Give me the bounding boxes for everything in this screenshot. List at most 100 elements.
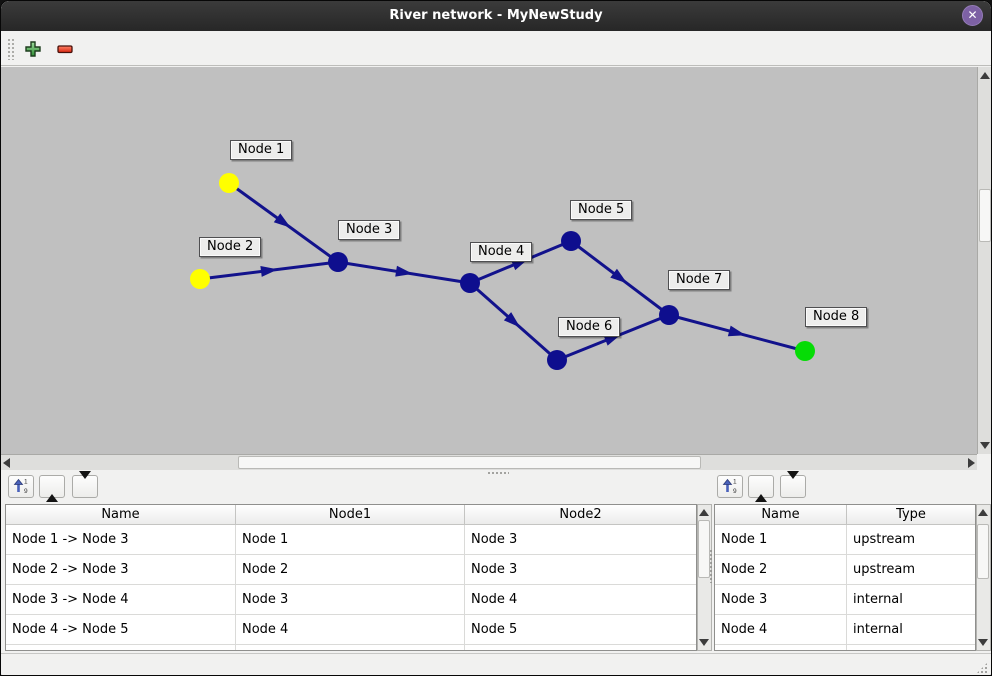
- panel-splitter[interactable]: [1, 470, 991, 474]
- scroll-right-icon[interactable]: [968, 458, 975, 468]
- toolbar-drag-handle[interactable]: [7, 38, 14, 60]
- scroll-left-icon[interactable]: [3, 458, 10, 468]
- node-circle[interactable]: [190, 269, 210, 289]
- vertical-splitter-grip-icon[interactable]: [709, 549, 713, 583]
- cell[interactable]: Node 2: [715, 555, 847, 585]
- cell[interactable]: [715, 645, 847, 650]
- close-button[interactable]: ✕: [962, 5, 983, 26]
- nodes-move-up-button[interactable]: [748, 475, 774, 502]
- table-row[interactable]: Node 1 -> Node 3 Node 1 Node 3: [6, 525, 696, 555]
- cell[interactable]: Node 2: [236, 555, 465, 585]
- cell[interactable]: Node 1: [236, 525, 465, 555]
- resize-grip-icon[interactable]: [976, 662, 988, 674]
- cell[interactable]: Node 3: [715, 585, 847, 615]
- vertical-scroll-thumb[interactable]: [979, 189, 991, 242]
- nodes-sort-button[interactable]: 1 9: [717, 475, 743, 498]
- branches-move-down-button[interactable]: [72, 471, 98, 498]
- cell[interactable]: Node 3: [465, 525, 696, 555]
- edge-arrow-icon: [603, 334, 622, 346]
- scroll-down-icon[interactable]: [699, 639, 709, 646]
- cell[interactable]: upstream: [847, 525, 975, 555]
- table-row[interactable]: [715, 645, 975, 650]
- node-label: Node 6: [558, 317, 621, 337]
- edge-arrow-icon: [273, 213, 291, 228]
- table-row[interactable]: Node 1 upstream: [715, 525, 975, 555]
- scroll-up-icon[interactable]: [980, 72, 990, 79]
- triangle-up-icon: [46, 479, 58, 502]
- status-bar: [1, 653, 991, 675]
- node-label: Node 7: [668, 270, 731, 290]
- scroll-down-icon[interactable]: [978, 639, 988, 646]
- node-circle[interactable]: [219, 173, 239, 193]
- triangle-down-icon: [787, 471, 799, 494]
- node-label: Node 2: [199, 237, 262, 257]
- node-circle[interactable]: [795, 341, 815, 361]
- column-header-type[interactable]: Type: [896, 507, 926, 522]
- column-header-name[interactable]: Name: [6, 505, 236, 524]
- network-svg: [190, 173, 815, 370]
- cell[interactable]: Node 5: [465, 615, 696, 645]
- horizontal-scroll-thumb[interactable]: [238, 456, 701, 469]
- nodes-table-scrollbar[interactable]: [976, 504, 991, 651]
- branches-table-scrollbar[interactable]: [697, 504, 712, 651]
- node-label: Node 8: [805, 307, 868, 327]
- nodes-table[interactable]: Name Type Node 1 upstream Node 2 upstrea…: [714, 504, 976, 651]
- nodes-table-header[interactable]: Name Type: [715, 505, 975, 525]
- titlebar[interactable]: River network - MyNewStudy ✕: [1, 1, 991, 31]
- cell[interactable]: [236, 645, 465, 650]
- scroll-up-icon[interactable]: [978, 509, 988, 516]
- node-circle[interactable]: [460, 273, 480, 293]
- svg-text:9: 9: [733, 488, 737, 494]
- cell[interactable]: Node 2 -> Node 3: [6, 555, 236, 585]
- cell[interactable]: internal: [847, 615, 975, 645]
- edge-arrow-icon: [610, 268, 628, 284]
- cell[interactable]: Node 4: [236, 615, 465, 645]
- cell[interactable]: Node 4: [715, 615, 847, 645]
- sort-ascending-icon: 1 9: [721, 478, 739, 497]
- node-circle[interactable]: [659, 305, 679, 325]
- branches-sort-button[interactable]: 1 9: [8, 475, 34, 498]
- node-label: Node 4: [470, 242, 533, 262]
- cell[interactable]: [465, 645, 696, 650]
- table-row[interactable]: Node 2 upstream: [715, 555, 975, 585]
- cell[interactable]: Node 1: [715, 525, 847, 555]
- cell[interactable]: Node 3: [465, 555, 696, 585]
- remove-node-button[interactable]: [52, 36, 78, 62]
- cell[interactable]: upstream: [847, 555, 975, 585]
- scroll-thumb[interactable]: [977, 524, 989, 579]
- table-row[interactable]: Node 3 -> Node 4 Node 3 Node 4: [6, 585, 696, 615]
- canvas-horizontal-scrollbar[interactable]: [1, 454, 977, 470]
- node-circle[interactable]: [561, 231, 581, 251]
- table-row[interactable]: Node 3 internal: [715, 585, 975, 615]
- branches-move-up-button[interactable]: [39, 475, 65, 502]
- scroll-down-icon[interactable]: [980, 442, 990, 449]
- cell[interactable]: Node 4 -> Node 5: [6, 615, 236, 645]
- node-label: Node 3: [338, 220, 401, 240]
- column-header-name[interactable]: Name: [715, 505, 847, 524]
- column-header-node2[interactable]: Node2: [559, 507, 602, 522]
- nodes-move-down-button[interactable]: [780, 471, 806, 498]
- cell[interactable]: Node 3 -> Node 4: [6, 585, 236, 615]
- canvas-vertical-scrollbar[interactable]: [977, 67, 991, 454]
- table-row[interactable]: [6, 645, 696, 650]
- node-circle[interactable]: [547, 350, 567, 370]
- triangle-up-icon: [755, 479, 767, 502]
- cell[interactable]: [6, 645, 236, 650]
- svg-text:1: 1: [733, 478, 737, 485]
- node-circle[interactable]: [328, 252, 348, 272]
- cell[interactable]: internal: [847, 585, 975, 615]
- scroll-up-icon[interactable]: [699, 509, 709, 516]
- branches-table-header[interactable]: Name Node1 Node2: [6, 505, 696, 525]
- add-node-button[interactable]: [20, 36, 46, 62]
- table-row[interactable]: Node 4 internal: [715, 615, 975, 645]
- table-row[interactable]: Node 2 -> Node 3 Node 2 Node 3: [6, 555, 696, 585]
- cell[interactable]: Node 3: [236, 585, 465, 615]
- column-header-node1[interactable]: Node1: [236, 505, 465, 524]
- table-row[interactable]: Node 4 -> Node 5 Node 4 Node 5: [6, 615, 696, 645]
- branches-table[interactable]: Name Node1 Node2 Node 1 -> Node 3 Node 1…: [5, 504, 697, 651]
- cell[interactable]: Node 1 -> Node 3: [6, 525, 236, 555]
- cell[interactable]: [847, 645, 975, 650]
- cell[interactable]: Node 4: [465, 585, 696, 615]
